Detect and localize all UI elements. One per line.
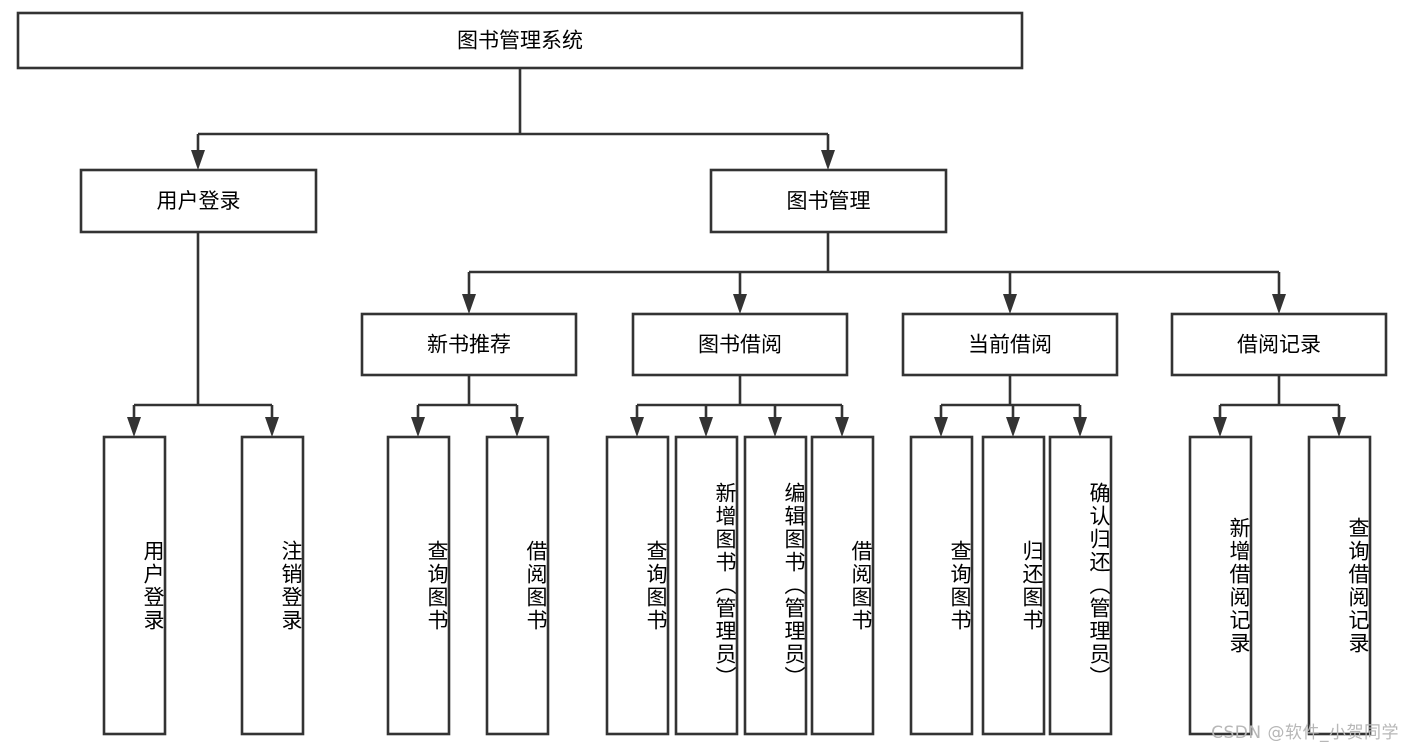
- node-leaf-6[interactable]: [743, 435, 808, 736]
- node-leaf-0[interactable]: [102, 435, 167, 736]
- node-level3-3[interactable]: [1170, 312, 1388, 377]
- node-level3-2[interactable]: [901, 312, 1119, 377]
- node-leaf-1[interactable]: [240, 435, 305, 736]
- arrow-down-icon-root-0: [191, 150, 205, 170]
- arrow-down-icon-leaf-1-0: [411, 417, 425, 437]
- node-level3-1[interactable]: [631, 312, 849, 377]
- arrow-down-icon-leaf-4-0: [1213, 417, 1227, 437]
- node-level2-0-label: 用户登录: [157, 189, 241, 213]
- node-root-label: 图书管理系统: [457, 29, 583, 53]
- node-leaf-5[interactable]: [674, 435, 739, 736]
- arrow-down-icon-root-1: [821, 150, 835, 170]
- arrow-down-icon-level2-3: [1272, 294, 1286, 314]
- arrow-down-icon-leaf-3-1: [1006, 417, 1020, 437]
- node-leaf-2[interactable]: [386, 435, 451, 736]
- arrow-down-icon-leaf-2-3: [835, 417, 849, 437]
- node-leaf-4[interactable]: [605, 435, 670, 736]
- node-leaf-3[interactable]: [485, 435, 550, 736]
- arrow-down-icon-leaf-2-0: [630, 417, 644, 437]
- node-level3-2-label: 当前借阅: [968, 333, 1052, 357]
- node-level3-0[interactable]: [360, 312, 578, 377]
- arrow-down-icon-leaf-0-0: [127, 417, 141, 437]
- arrow-down-icon-leaf-1-1: [510, 417, 524, 437]
- node-root[interactable]: [16, 11, 1024, 70]
- arrow-down-icon-leaf-2-2: [768, 417, 782, 437]
- watermark-text: CSDN @软件_小贺同学: [1211, 723, 1399, 743]
- arrow-down-icon-level2-0: [462, 294, 476, 314]
- arrow-down-icon-leaf-3-0: [934, 417, 948, 437]
- node-level3-1-label: 图书借阅: [698, 333, 782, 357]
- node-leaf-8[interactable]: [909, 435, 974, 736]
- node-level2-1[interactable]: [709, 168, 948, 234]
- node-leaf-11[interactable]: [1188, 435, 1253, 736]
- connector-layer: [127, 68, 1346, 437]
- arrow-down-icon-leaf-4-1: [1332, 417, 1346, 437]
- node-leaf-10[interactable]: [1048, 435, 1113, 736]
- node-level3-0-label: 新书推荐: [427, 333, 511, 357]
- node-leaf-9[interactable]: [981, 435, 1046, 736]
- node-leaf-12[interactable]: [1307, 435, 1372, 736]
- node-box-layer: [16, 11, 1388, 736]
- node-level2-0[interactable]: [79, 168, 318, 234]
- arrow-down-icon-leaf-0-1: [265, 417, 279, 437]
- node-level3-3-label: 借阅记录: [1237, 333, 1321, 357]
- node-leaf-7[interactable]: [810, 435, 875, 736]
- node-level2-1-label: 图书管理: [787, 189, 871, 213]
- arrow-down-icon-level2-2: [1003, 294, 1017, 314]
- arrow-down-icon-level2-1: [733, 294, 747, 314]
- arrow-down-icon-leaf-2-1: [699, 417, 713, 437]
- arrow-down-icon-leaf-3-2: [1073, 417, 1087, 437]
